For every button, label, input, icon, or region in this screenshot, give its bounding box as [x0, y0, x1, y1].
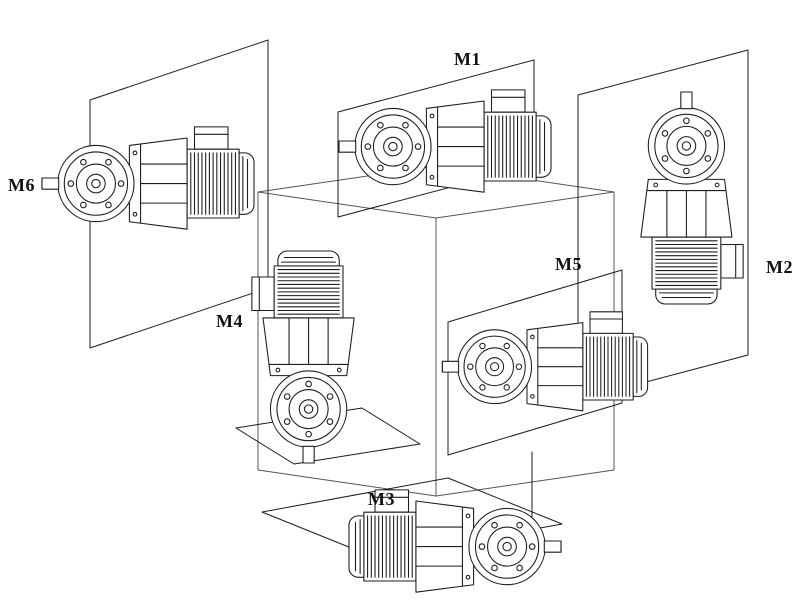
gearmotor-m1	[338, 89, 552, 193]
label-m6: M6	[8, 175, 35, 195]
label-m3: M3	[368, 489, 395, 509]
gearmotor-m5	[441, 311, 649, 412]
mounting-plane-m2	[577, 49, 749, 401]
gearmotors	[41, 89, 744, 593]
gearmotor-m6	[41, 126, 255, 230]
gearmotor-m4	[251, 250, 355, 464]
gearmotor-m2	[640, 91, 744, 305]
label-m2: M2	[766, 257, 793, 277]
label-m5: M5	[555, 254, 582, 274]
label-m1: M1	[454, 49, 481, 69]
label-m4: M4	[216, 311, 243, 331]
